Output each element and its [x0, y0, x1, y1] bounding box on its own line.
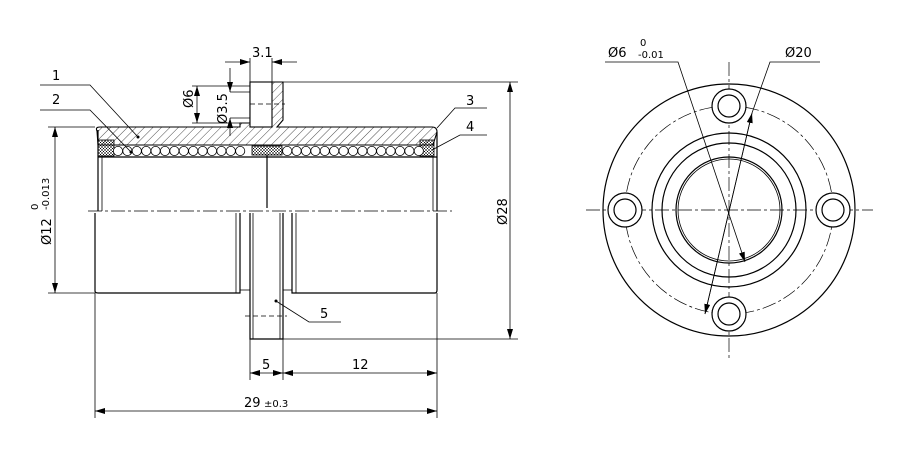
ball	[216, 145, 227, 156]
bolt-hole	[717, 302, 741, 326]
ball	[225, 145, 236, 156]
balloon-3: 3	[436, 94, 487, 129]
pin-bore	[249, 81, 273, 128]
dim-flange-dia: Ø28	[283, 81, 518, 340]
retainer-mid	[251, 145, 283, 156]
svg-text:0: 0	[640, 38, 646, 49]
ball	[169, 145, 180, 156]
balloon-4: 4	[431, 120, 487, 151]
dim-shaft-dia: Ø6 0 -0.01	[605, 38, 746, 263]
ball	[141, 145, 152, 156]
ball-row	[113, 145, 424, 156]
svg-text:2: 2	[52, 93, 60, 108]
ball	[291, 145, 302, 156]
svg-text:5: 5	[320, 307, 328, 322]
svg-text:0: 0	[30, 204, 41, 210]
ball	[394, 145, 405, 156]
balloon-1: 1	[40, 69, 140, 139]
dim-slot-width: 3.1	[225, 46, 297, 82]
ball	[150, 145, 161, 156]
ball	[347, 145, 358, 156]
bolt-hole	[821, 198, 845, 222]
svg-text:Ø6: Ø6	[182, 89, 197, 108]
svg-text:Ø28: Ø28	[496, 198, 511, 225]
svg-text:Ø3.5: Ø3.5	[216, 93, 231, 124]
ball	[235, 145, 246, 156]
dim-bore-dia: Ø12 0 -0.013	[30, 126, 95, 294]
svg-text:-0.01: -0.01	[638, 50, 664, 61]
svg-text:3: 3	[466, 94, 474, 109]
svg-text:29: 29	[244, 396, 261, 411]
svg-text:5: 5	[262, 358, 270, 373]
dim-pin-dia: Ø6	[182, 85, 250, 124]
ball	[413, 145, 424, 156]
svg-text:±0.3: ±0.3	[264, 399, 288, 410]
ball	[385, 145, 396, 156]
ball	[282, 145, 293, 156]
ball	[188, 145, 199, 156]
balloon-2: 2	[40, 93, 133, 154]
dim-pitch-dia: Ø20	[704, 46, 820, 315]
dim-bottom: 5 12 29 ±0.3	[94, 293, 438, 418]
svg-text:12: 12	[352, 358, 369, 373]
ball	[366, 145, 377, 156]
dim-hole-dia: Ø3.5	[216, 68, 250, 136]
seal-left	[97, 139, 115, 157]
svg-text:-0.013: -0.013	[41, 178, 52, 210]
svg-text:4: 4	[466, 120, 474, 135]
ball	[197, 145, 208, 156]
ball	[310, 145, 321, 156]
ball	[206, 145, 217, 156]
ball	[300, 145, 311, 156]
ball	[319, 145, 330, 156]
bolt-hole	[717, 94, 741, 118]
ball	[159, 145, 170, 156]
svg-text:3.1: 3.1	[252, 46, 273, 61]
svg-text:Ø6: Ø6	[608, 46, 627, 61]
svg-text:1: 1	[52, 69, 60, 84]
ball	[404, 145, 415, 156]
balloon-5: 5	[274, 299, 341, 323]
ball	[357, 145, 368, 156]
ball	[338, 145, 349, 156]
svg-text:Ø12: Ø12	[40, 218, 55, 245]
svg-text:Ø20: Ø20	[785, 46, 812, 61]
ball	[329, 145, 340, 156]
ball	[376, 145, 387, 156]
ball	[113, 145, 124, 156]
ball	[178, 145, 189, 156]
end-view: Ø6 0 -0.01 Ø20	[586, 38, 873, 358]
side-view: 1 2 3 4 5 3.1 Ø6	[30, 46, 518, 418]
bolt-hole	[613, 198, 637, 222]
ball	[131, 145, 142, 156]
bolt-holes	[607, 88, 851, 332]
